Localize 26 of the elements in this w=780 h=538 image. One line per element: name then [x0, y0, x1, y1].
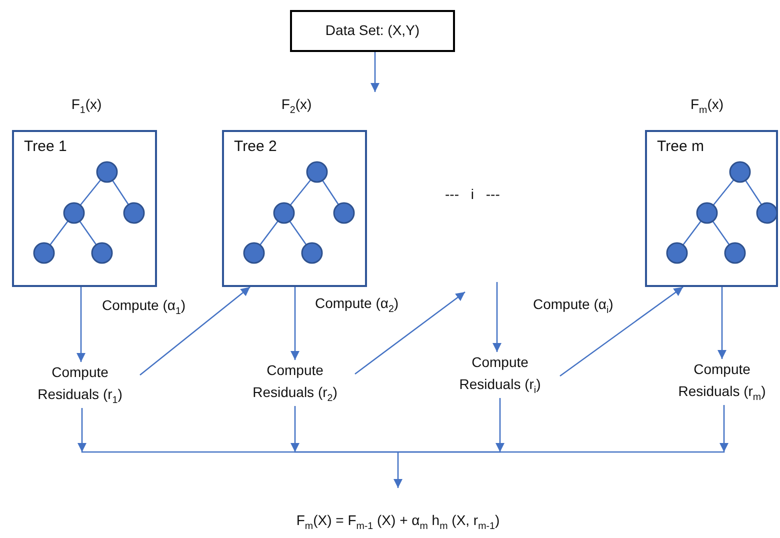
process-box: [290, 10, 455, 52]
step-text: Compute Residuals (r$_{1}$): [36, 363, 124, 408]
box-label: Data Set: (X,Y): [324, 22, 421, 38]
function-label: F$_{2}$(x): [280, 96, 313, 116]
step-text: Compute Residuals (r$_{i}$): [458, 353, 542, 398]
arrow: [492, 282, 502, 352]
tree-label: Tree 1: [24, 138, 67, 155]
step-text: Compute Residuals (r$_{m}$): [677, 360, 767, 404]
ellipsis-label: --- i ---: [445, 186, 500, 202]
edge-label: Compute (α$_{1}$): [100, 297, 188, 317]
function-label: F$_{1}$(x): [70, 96, 103, 116]
tree-label: Tree 2: [234, 138, 277, 155]
arrow: [393, 452, 403, 488]
arrow: [560, 286, 684, 377]
step-text: Compute Residuals (r$_{2}$): [252, 361, 338, 406]
formula-text: F$_{m}$(X) = F$_{m-1}$ (X) + α$_{m}$ h$_{m}$ (X, r$_{m-1}$): [295, 511, 501, 534]
arrow: [370, 52, 380, 92]
arrow: [717, 287, 727, 359]
arrow: [290, 287, 300, 360]
tree-label: Tree m: [657, 138, 704, 155]
edge-label: Compute (α$_{i}$): [531, 296, 616, 316]
arrow: [354, 291, 466, 375]
edge-label: Compute (α$_{2}$): [313, 295, 401, 315]
arrow: [140, 286, 250, 376]
arrow: [76, 287, 86, 362]
function-label: F$_{m}$(x): [689, 96, 725, 116]
